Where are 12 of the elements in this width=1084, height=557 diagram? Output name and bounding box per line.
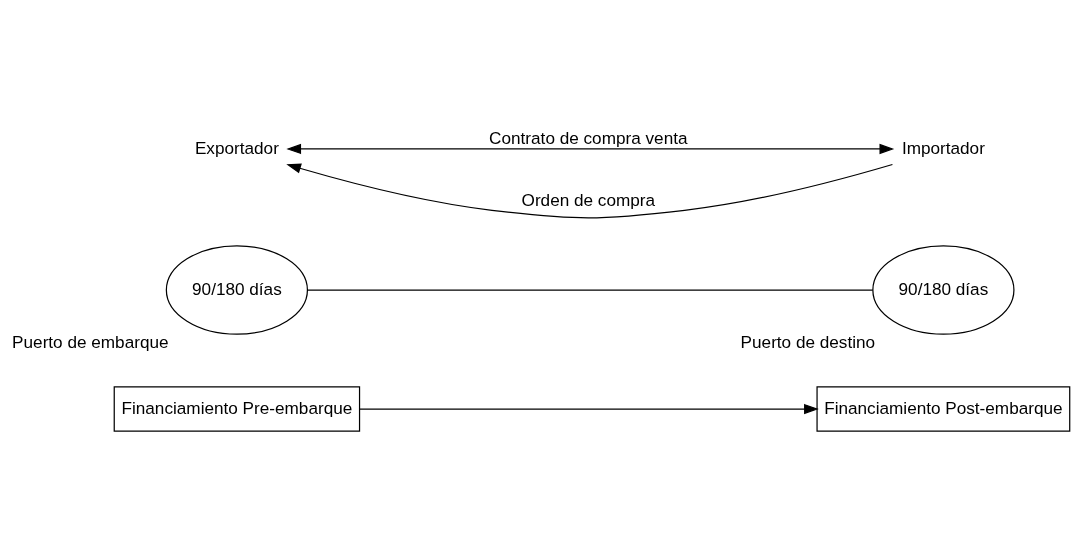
- node-text: Importador: [901, 137, 985, 158]
- edge-label: Contrato de compra venta: [489, 127, 688, 148]
- node-ellipse: 90/180 días: [872, 244, 1015, 335]
- node-box: Financiamiento Post-embarque: [816, 385, 1071, 432]
- node-ellipse: 90/180 días: [165, 244, 309, 335]
- node-text: Exportador: [194, 137, 279, 158]
- arrow: [286, 162, 894, 218]
- arrow: [286, 143, 895, 154]
- edge-label: Orden de compra: [521, 189, 656, 210]
- arrow: [358, 403, 819, 414]
- node-box: Financiamiento Pre-embarque: [113, 385, 361, 432]
- connector: [306, 288, 874, 291]
